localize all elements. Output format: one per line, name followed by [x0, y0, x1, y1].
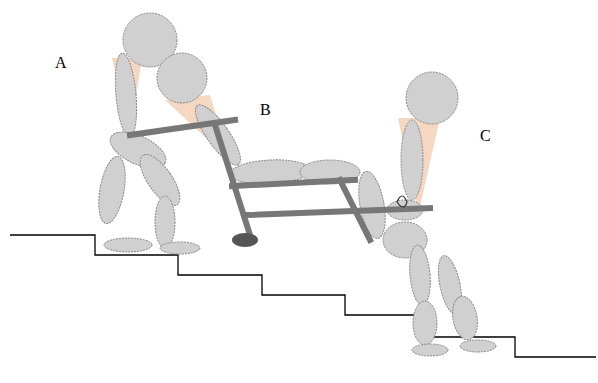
hand [397, 196, 407, 207]
wheel [232, 233, 258, 247]
figure-label: A [55, 55, 67, 71]
figure-label: B [260, 102, 271, 118]
stairs [10, 235, 596, 357]
figure-label: C [480, 128, 491, 144]
figures [94, 13, 496, 356]
wheelchair [130, 120, 430, 240]
